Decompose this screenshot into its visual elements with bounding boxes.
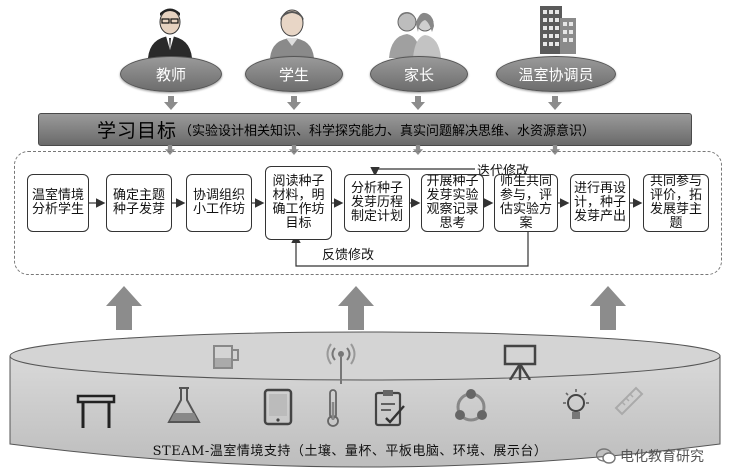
step-label: 阅读种子材料，明确工作坊目标 — [272, 174, 325, 231]
goals-title: 学习目标 — [97, 120, 178, 142]
learning-goals-bar: 学习目标 （实验设计相关知识、科学探究能力、真实问题解决思维、水资源意识） — [38, 113, 692, 146]
step-9: 共同参与评价，拓发展芽主题 — [643, 174, 709, 232]
step-8: 进行再设计，种子发芽产出 — [570, 174, 630, 232]
role-label: 教师 — [155, 65, 186, 84]
clipboard-icon — [374, 390, 405, 427]
down-arrow-icon — [411, 96, 425, 110]
lightbulb-icon — [563, 389, 589, 419]
step-label: 进行再设计，种子发芽产出 — [573, 181, 626, 224]
down-arrow-icon — [413, 145, 423, 155]
down-arrow-icon — [287, 96, 301, 110]
support-label: STEAM-温室情境支持（土壤、量杯、平板电脑、环境、展示台） — [152, 444, 548, 459]
role-teacher: 教师 — [120, 56, 222, 92]
cycle-icon — [455, 389, 487, 422]
easel-icon — [503, 344, 537, 380]
step-3: 协调组织小工作坊 — [186, 174, 252, 232]
role-student: 学生 — [245, 56, 343, 92]
step-label: 确定主题种子发芽 — [112, 188, 165, 217]
down-arrow-icon — [548, 96, 562, 110]
watermark-text: 电化教育研究 — [620, 449, 704, 465]
role-label: 温室协调员 — [518, 65, 594, 84]
goals-detail: （实验设计相关知识、科学探究能力、真实问题解决思维、水资源意识） — [179, 124, 596, 139]
feedback-label: 反馈修改 — [320, 244, 377, 263]
thermometer-icon — [327, 389, 339, 427]
building-icon — [540, 6, 576, 54]
step-label: 分析种子发芽历程制定计划 — [350, 181, 403, 224]
step-label: 师生共同参与，评估实验方案 — [499, 174, 552, 231]
down-arrow-icon — [289, 145, 299, 155]
up-arrow-icon — [338, 286, 374, 330]
parents-icon — [389, 12, 441, 58]
step-label: 协调组织小工作坊 — [192, 188, 245, 217]
step-1: 温室情境分析学生 — [27, 174, 89, 232]
step-label: 温室情境分析学生 — [31, 188, 84, 217]
role-label: 学生 — [278, 65, 309, 84]
role-parent: 家长 — [370, 56, 468, 92]
steam-platform — [9, 331, 721, 468]
wechat-icon — [596, 448, 616, 464]
step-label: 开展种子发芽实验观察记录思考 — [426, 174, 479, 231]
step-2: 确定主题种子发芽 — [106, 174, 172, 232]
step-label: 共同参与评价，拓发展芽主题 — [649, 174, 702, 231]
down-arrow-icon — [165, 145, 175, 155]
step-7: 师生共同参与，评估实验方案 — [494, 174, 558, 232]
signal-icon — [326, 343, 356, 384]
down-arrow-icon — [550, 145, 560, 155]
process-container — [14, 151, 722, 275]
role-coordinator: 温室协调员 — [496, 56, 616, 92]
beaker-icon — [213, 345, 239, 369]
watermark: 电化教育研究 — [596, 446, 704, 466]
student-icon — [270, 9, 314, 58]
tablet-icon — [263, 388, 293, 426]
up-arrow-icon — [590, 286, 626, 330]
role-label: 家长 — [403, 65, 434, 84]
step-4: 阅读种子材料，明确工作坊目标 — [265, 166, 332, 240]
down-arrow-icon — [164, 96, 178, 110]
step-5: 分析种子发芽历程制定计划 — [344, 174, 410, 232]
flask-icon — [167, 387, 201, 423]
table-icon — [76, 394, 116, 428]
up-arrow-icon — [106, 286, 142, 330]
teacher-icon — [148, 8, 192, 58]
step-6: 开展种子发芽实验观察记录思考 — [421, 174, 484, 232]
ruler-icon — [614, 386, 644, 416]
